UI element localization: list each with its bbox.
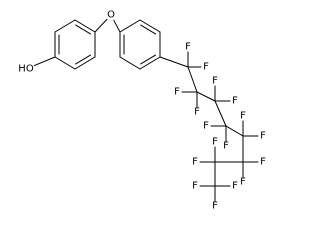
chain-bond	[225, 125, 244, 137]
ring-bond	[139, 56, 161, 70]
chain-bond	[159, 56, 189, 68]
chain-bond	[187, 66, 198, 93]
fluorine-label: F	[212, 76, 218, 87]
ring-bond	[139, 19, 161, 33]
fluorine-label: F	[240, 111, 246, 122]
fluorine-label: F	[192, 181, 198, 192]
fluorine-label: F	[203, 121, 209, 132]
fluorine-label: F	[212, 137, 218, 148]
double-bond-inner	[75, 24, 92, 35]
ring-bond	[119, 56, 141, 70]
ether-oxygen-label: O	[107, 10, 115, 21]
fluorine-label: F	[212, 201, 218, 212]
fluorine-label: F	[232, 96, 238, 107]
double-bond-inner	[140, 54, 157, 65]
ring-bond	[54, 56, 76, 70]
ring-bond	[74, 19, 96, 33]
fluorine-label: F	[240, 177, 246, 188]
fluorine-label: F	[232, 181, 238, 192]
fluorine-label: F	[194, 107, 200, 118]
hydroxyl-label: HO	[18, 64, 34, 75]
double-bond-inner	[75, 54, 92, 65]
fluorine-label: F	[223, 141, 229, 152]
ring-bond	[74, 56, 96, 70]
fluorine-label: F	[203, 62, 209, 73]
fluorine-label: F	[260, 157, 266, 168]
ether-bond	[94, 18, 108, 33]
hydroxyl-bond	[33, 56, 56, 67]
fluorine-label: F	[192, 157, 198, 168]
chain-bond	[196, 91, 216, 102]
fluorine-label: F	[260, 131, 266, 142]
bonds-layer	[33, 18, 259, 202]
chain-bond	[214, 100, 227, 127]
fluorine-label: F	[185, 42, 191, 53]
double-bond-inner	[140, 24, 157, 35]
ring-bond	[119, 19, 141, 33]
ring-bond	[54, 19, 76, 33]
ether-bond	[113, 19, 121, 33]
fluorine-label: F	[174, 87, 180, 98]
